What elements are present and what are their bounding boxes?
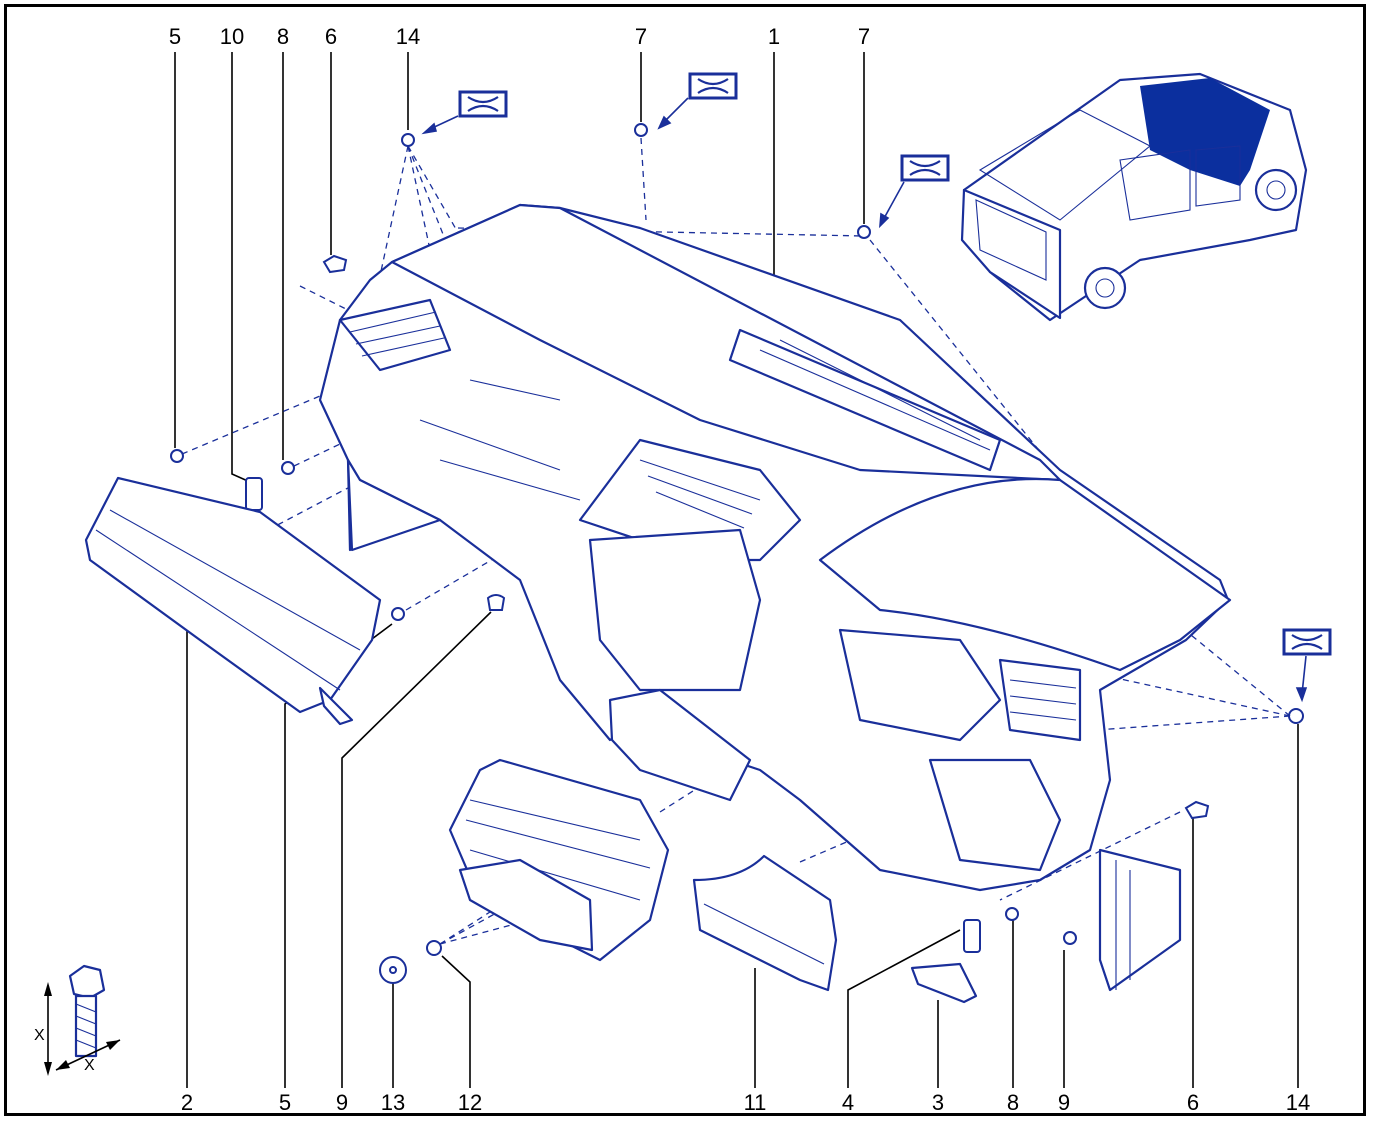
leader-lines bbox=[174, 52, 1299, 1088]
dashboard-panel bbox=[318, 203, 1232, 992]
callout-bottom-9: 9 bbox=[336, 1090, 348, 1115]
vehicle-location-icon bbox=[960, 72, 1308, 322]
callout-bottom-6: 6 bbox=[1187, 1090, 1199, 1115]
callout-bottom-3: 3 bbox=[932, 1090, 944, 1115]
callout-top-7b: 7 bbox=[858, 24, 870, 49]
bolt-dimension-icon: X X bbox=[34, 964, 121, 1076]
callout-top-5: 5 bbox=[169, 24, 181, 49]
callout-bottom-4: 4 bbox=[842, 1090, 854, 1115]
callout-bottom-14: 14 bbox=[1286, 1090, 1310, 1115]
glovebox-lid bbox=[692, 854, 838, 992]
top-callouts: 5 10 8 6 14 7 1 7 bbox=[169, 24, 870, 49]
torque-symbol-icon bbox=[421, 72, 1332, 703]
callout-top-6: 6 bbox=[325, 24, 337, 49]
callout-bottom-2: 2 bbox=[181, 1090, 193, 1115]
dimension-label-vertical: X bbox=[34, 1027, 45, 1044]
dimension-label-horizontal: X bbox=[84, 1057, 95, 1074]
callout-top-10: 10 bbox=[220, 24, 244, 49]
callout-bottom-8: 8 bbox=[1007, 1090, 1019, 1115]
instrument-cluster bbox=[448, 758, 670, 962]
left-trim-panel bbox=[84, 476, 382, 726]
callout-top-8: 8 bbox=[277, 24, 289, 49]
callout-bottom-13: 13 bbox=[381, 1090, 405, 1115]
fasteners bbox=[170, 123, 1304, 984]
bracket bbox=[910, 962, 978, 1004]
callout-bottom-12: 12 bbox=[458, 1090, 482, 1115]
callout-top-1: 1 bbox=[768, 24, 780, 49]
callout-bottom-9b: 9 bbox=[1058, 1090, 1070, 1115]
callout-top-7a: 7 bbox=[635, 24, 647, 49]
callout-bottom-11: 11 bbox=[744, 1090, 767, 1115]
callout-top-14: 14 bbox=[396, 24, 420, 49]
callout-bottom-5: 5 bbox=[279, 1090, 291, 1115]
bottom-callouts: 2 5 9 13 12 11 4 3 8 9 6 14 bbox=[181, 1090, 1310, 1115]
